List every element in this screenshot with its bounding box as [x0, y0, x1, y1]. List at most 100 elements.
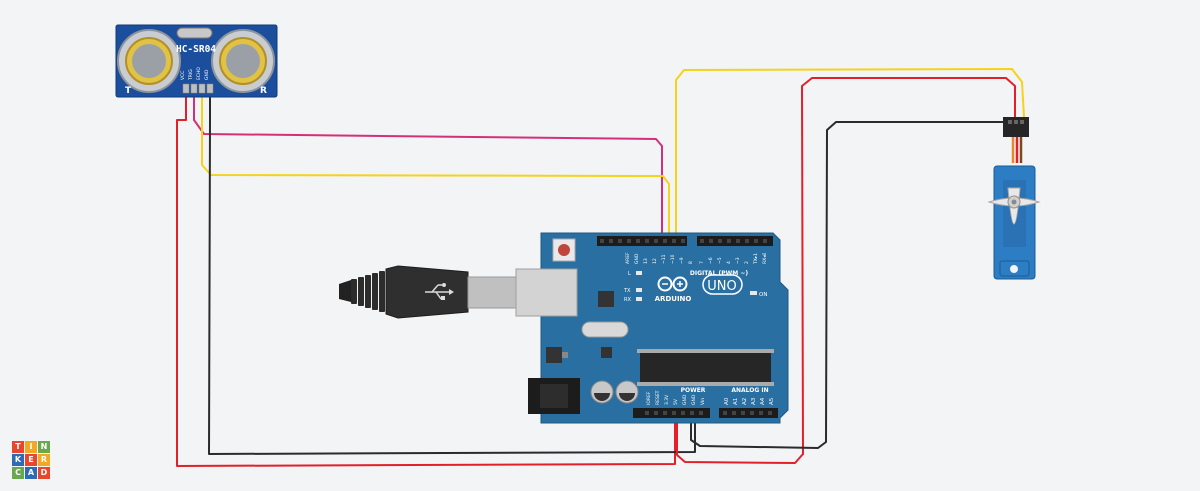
usb-cable[interactable] [339, 265, 519, 319]
analog-pin-label: A5 [769, 397, 775, 405]
digital-pin-label: ~11 [661, 254, 667, 264]
led-tx [636, 288, 642, 292]
logo-letter: T [12, 441, 24, 453]
servo-wires [1011, 137, 1023, 163]
digital-pin-label: RX◂0 [762, 253, 768, 264]
board-crystal [581, 321, 629, 338]
power-pin-label: 5V [673, 398, 679, 405]
logo-letter: A [25, 467, 37, 479]
tinkercad-logo: T I N K E R C A D [12, 441, 50, 479]
sensor-pin-label: VCC [180, 71, 186, 80]
digital-pin-label: 8 [688, 261, 694, 264]
logo-letter: N [38, 441, 50, 453]
led-tx-label: TX [623, 288, 631, 294]
arduino-infinity-signs [662, 281, 683, 287]
servo-horn[interactable] [987, 187, 1041, 225]
power-header[interactable] [633, 408, 710, 418]
logo-letter: R [38, 454, 50, 466]
servo-mount-hole [1010, 265, 1018, 273]
sensor-pin-label: GND [204, 69, 210, 80]
uno-model-label: UNO [707, 279, 736, 294]
sensor-pin-label: ECHO [196, 67, 202, 80]
analog-header[interactable] [719, 408, 778, 418]
digital-pin-label: 12 [652, 258, 658, 264]
power-pin-label: RESET [655, 390, 661, 405]
capacitor [590, 380, 614, 404]
small-chip [601, 347, 612, 358]
arduino-infinity-icon [657, 276, 688, 292]
sensor-pin-label: TRIG [188, 69, 194, 81]
power-pin-label: GND [691, 394, 697, 405]
led-rx [636, 297, 642, 301]
atmega-chip [637, 349, 774, 386]
logo-letter: D [38, 467, 50, 479]
logo-letter: E [25, 454, 37, 466]
digital-pin-label: ~6 [708, 257, 714, 264]
analog-pin-label: A4 [760, 397, 766, 405]
digital-pin-label: GND [634, 253, 640, 264]
dc-power-jack[interactable] [528, 378, 580, 414]
servo-motor[interactable] [987, 117, 1041, 280]
uno-badge [702, 274, 743, 295]
digital-pin-label: ~9 [679, 257, 685, 264]
led-rx-label: RX [624, 297, 631, 303]
ultrasonic-sensor[interactable]: HC-SR04 T R VCC TRIG ECHO GND [115, 24, 278, 98]
digital-pin-label: AREF [625, 252, 631, 264]
sensor-pin-headers [182, 83, 214, 94]
regulator-tab [562, 352, 568, 358]
usb-chip [598, 291, 614, 307]
power-pin-label: 3.3V [664, 394, 670, 405]
reset-button[interactable] [552, 238, 576, 262]
wire-servo-signal[interactable] [675, 68, 1025, 240]
on-label: ON [759, 292, 767, 298]
digital-section-label: DIGITAL (PWM ~) [690, 270, 748, 277]
digital-pin-label: ~10 [670, 254, 676, 264]
logo-letter: I [25, 441, 37, 453]
wire-sensor-gnd[interactable] [208, 92, 696, 455]
usb-cable-tail [339, 280, 351, 302]
wire-servo-gnd[interactable] [690, 121, 1004, 449]
digital-pin-label: TX▸1 [753, 253, 759, 265]
power-section-label: POWER [681, 387, 706, 394]
capacitor [615, 380, 639, 404]
power-pin-label: Vin [700, 398, 706, 405]
wire-trig-pin10[interactable] [193, 92, 663, 240]
digital-pin-label: 2 [744, 261, 750, 264]
sensor-model-label: HC-SR04 [176, 44, 216, 55]
sensor-t-mark: T [125, 86, 132, 96]
wire-vcc-5v[interactable] [176, 92, 676, 467]
analog-pin-label: A0 [724, 397, 730, 405]
analog-section-label: ANALOG IN [731, 387, 768, 394]
digital-pin-label: 4 [726, 261, 732, 264]
led-on [750, 291, 757, 295]
led-l-label: L [628, 271, 631, 277]
digital-pin-label: 13 [643, 258, 649, 264]
transducer-right [211, 29, 275, 93]
logo-letter: C [12, 467, 24, 479]
logo-letter: K [12, 454, 24, 466]
usb-b-jack[interactable] [515, 268, 578, 317]
usb-icon [425, 283, 454, 300]
power-pin-label: GND [682, 394, 688, 405]
transducer-left [117, 29, 181, 93]
voltage-regulator [546, 347, 562, 363]
arduino-uno-board[interactable]: AREF GND 13 12 ~11 ~10 ~9 8 7 ~6 ~5 4 ~3… [515, 232, 789, 424]
analog-pin-label: A1 [733, 398, 739, 405]
usb-strain-relief [351, 271, 385, 312]
wires [176, 68, 1025, 467]
sensor-r-mark: R [260, 86, 267, 96]
led-l [636, 271, 642, 275]
digital-header[interactable] [597, 236, 773, 246]
digital-pin-label: ~3 [735, 257, 741, 264]
analog-pin-label: A3 [751, 397, 757, 405]
wire-echo-pin9[interactable] [201, 92, 670, 240]
wire-servo-power[interactable] [676, 77, 1016, 464]
usb-plug-metal [467, 276, 519, 309]
power-pin-label: IOREF [646, 391, 652, 405]
digital-pin-label: ~5 [717, 257, 723, 264]
sensor-crystal [176, 27, 213, 39]
analog-pin-label: A2 [742, 398, 748, 405]
arduino-brand-label: ARDUINO [655, 295, 692, 303]
digital-pin-label: 7 [699, 261, 705, 264]
